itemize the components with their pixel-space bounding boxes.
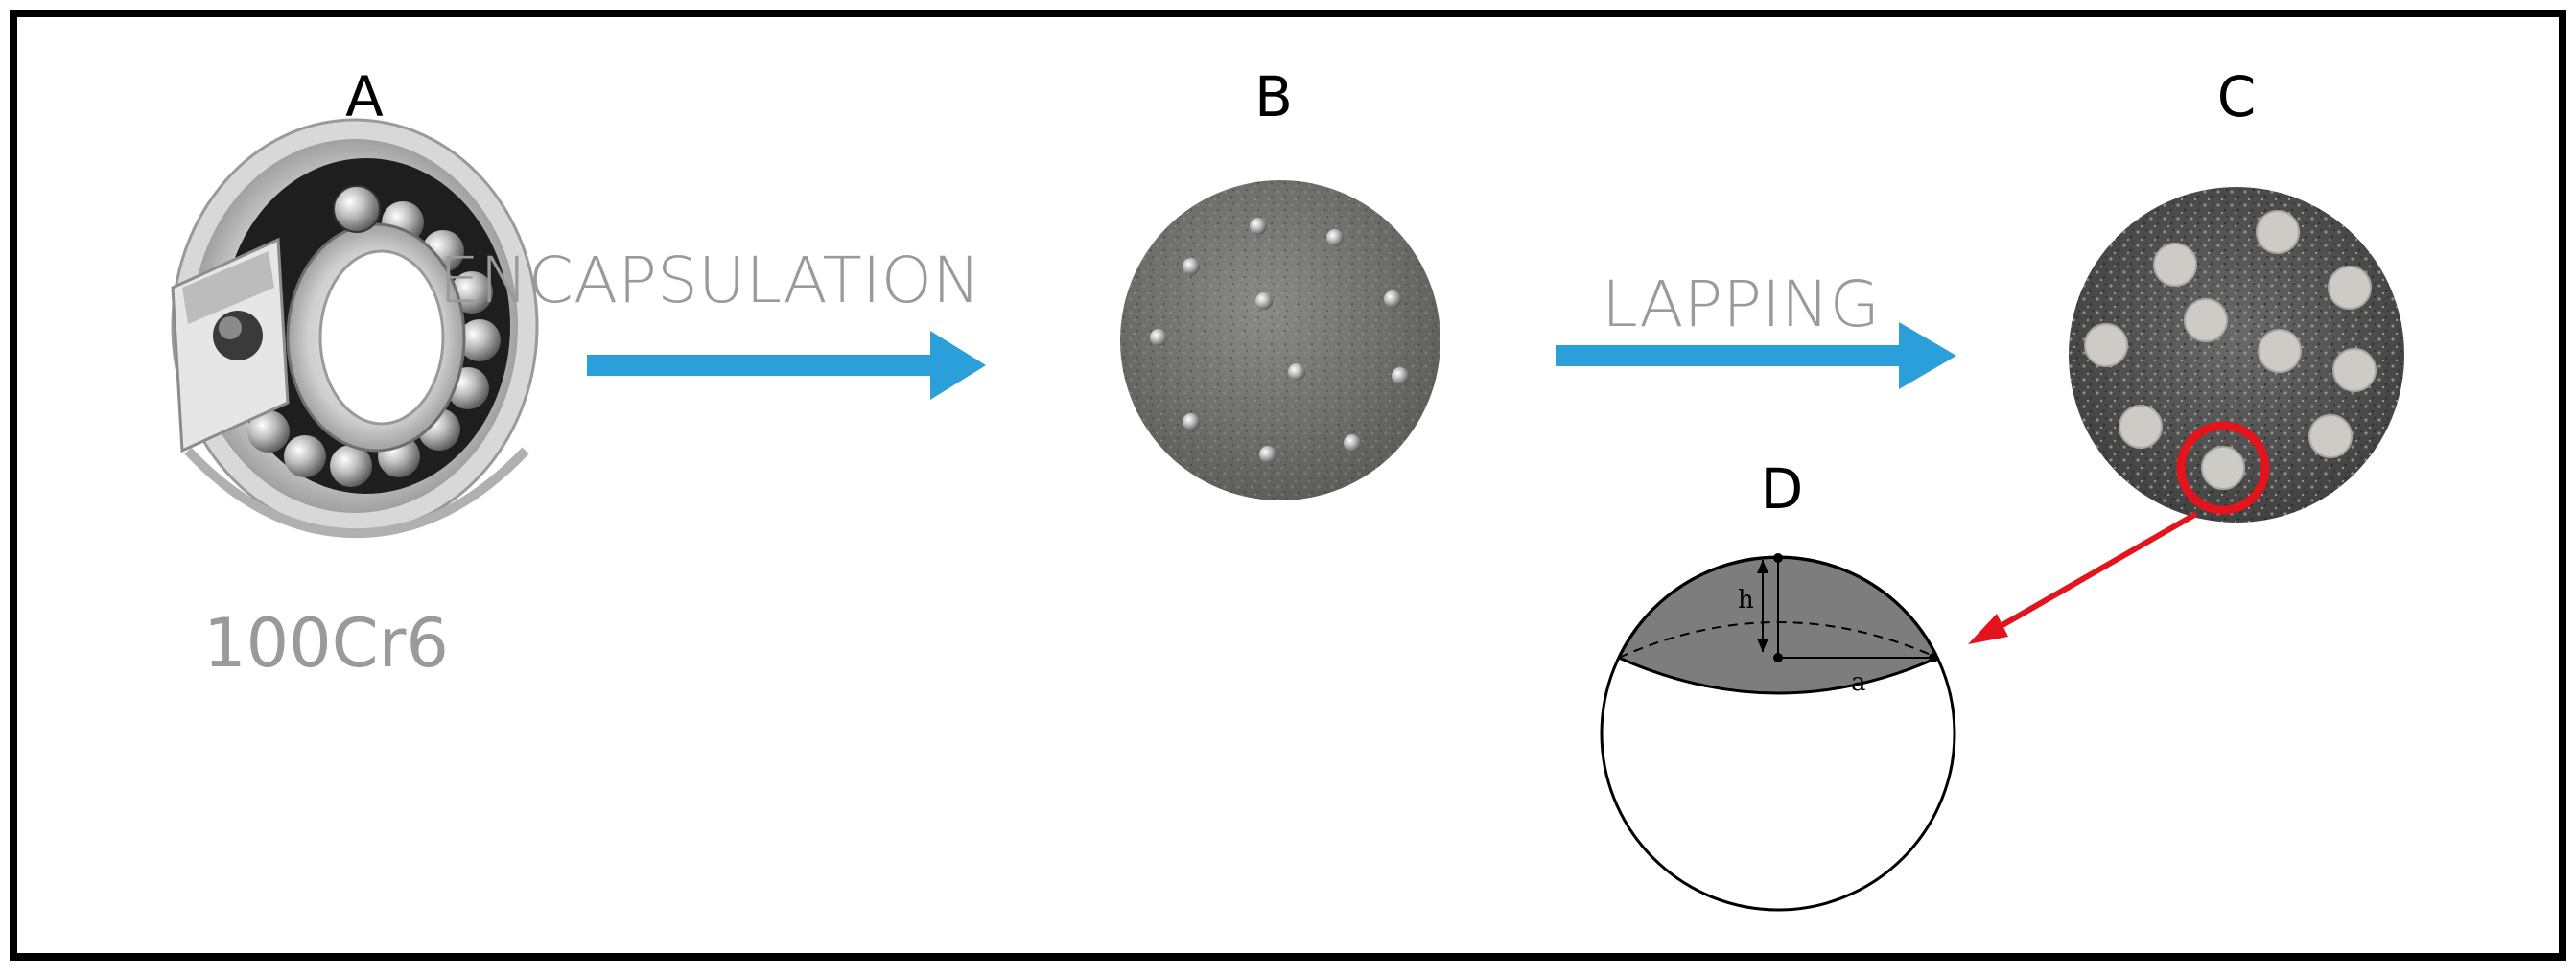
radius-label: a: [1851, 668, 1866, 697]
ball-bearing-icon: [171, 118, 539, 539]
lapped-ball-face: [2084, 210, 2377, 490]
arrow-lapping: [1556, 322, 1956, 389]
step-label-lapping: LAPPING: [1602, 267, 1880, 341]
panel-letter-c: C: [2217, 64, 2257, 129]
pointer-arrow: [1968, 511, 2198, 644]
steel-sample-disc: [1120, 180, 1440, 500]
highlight-ring: [2176, 421, 2270, 515]
height-label: h: [1738, 586, 1754, 615]
spherical-cap-diagram: h a: [1600, 553, 1956, 912]
panel-letter-d: D: [1761, 456, 1804, 522]
panel-letter-b: B: [1254, 64, 1293, 129]
embedded-ball: [1150, 218, 1409, 463]
material-label: 100Cr6: [203, 604, 449, 683]
step-label-encapsulation: ENCAPSULATION: [439, 244, 981, 317]
lapped-sample-disc: [2069, 187, 2404, 523]
arrow-encapsulation: [587, 331, 986, 400]
